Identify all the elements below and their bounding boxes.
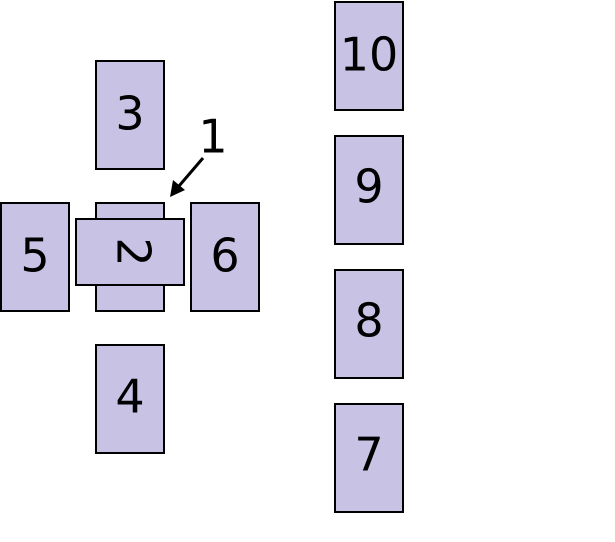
card-9-label: 9 bbox=[354, 160, 383, 214]
card-5-rect bbox=[0, 202, 70, 312]
card-6-label: 6 bbox=[210, 229, 239, 283]
card-2-crossed: 2 bbox=[75, 218, 185, 286]
card-8-label: 8 bbox=[354, 294, 383, 348]
card-6-rect bbox=[190, 202, 260, 312]
card-6: 6 bbox=[190, 202, 260, 312]
card-4-rect bbox=[95, 344, 165, 454]
card-3-rect bbox=[95, 60, 165, 170]
card-8: 8 bbox=[334, 269, 404, 379]
card-3-label: 3 bbox=[115, 87, 144, 141]
callout-1-arrow-head bbox=[170, 180, 185, 197]
callout-1-label: 1 bbox=[198, 110, 227, 164]
card-9-rect bbox=[334, 135, 404, 245]
card-10: 10 bbox=[334, 1, 404, 111]
card-7: 7 bbox=[334, 403, 404, 513]
card-2-label: 2 bbox=[107, 237, 161, 266]
card-7-rect bbox=[334, 403, 404, 513]
card-10-label: 10 bbox=[340, 28, 399, 82]
card-5-label: 5 bbox=[20, 229, 49, 283]
card-4-label: 4 bbox=[115, 370, 144, 424]
card-9: 9 bbox=[334, 135, 404, 245]
card-7-label: 7 bbox=[354, 428, 383, 482]
card-3: 3 bbox=[95, 60, 165, 170]
card-4: 4 bbox=[95, 344, 165, 454]
callout-1: 1 bbox=[170, 110, 228, 197]
card-5: 5 bbox=[0, 202, 70, 312]
callout-1-arrow-line bbox=[177, 157, 205, 187]
card-8-rect bbox=[334, 269, 404, 379]
card-10-rect bbox=[334, 1, 404, 111]
card-2-crossed-rect bbox=[75, 218, 185, 286]
